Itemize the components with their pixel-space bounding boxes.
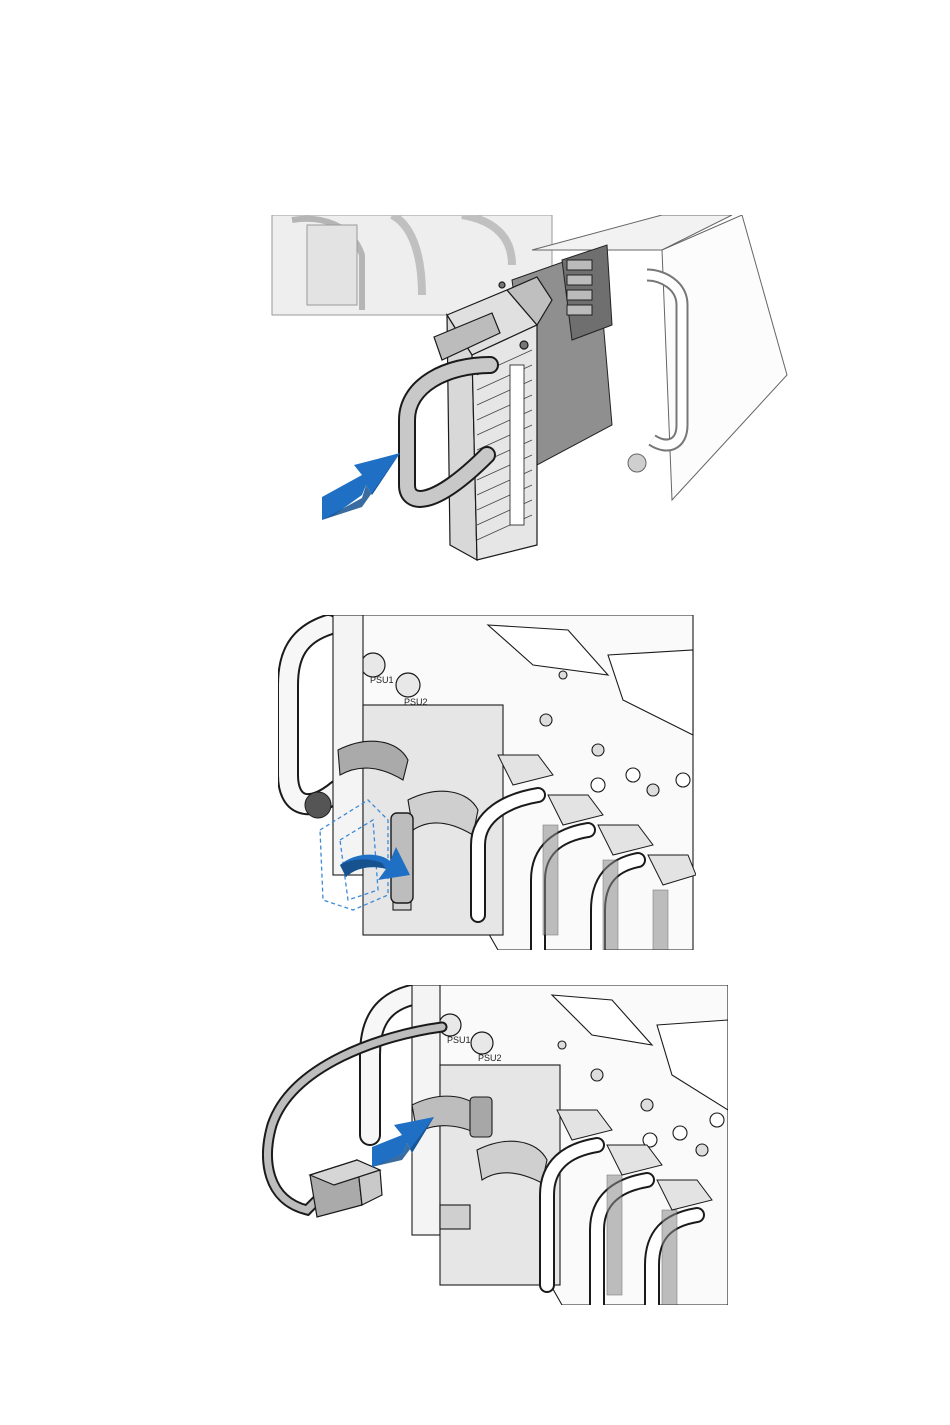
psu-module: [407, 277, 552, 560]
panel-step-3-connect-cable: PSU1 PSU2: [262, 985, 728, 1305]
psu2-label: PSU2: [478, 1053, 502, 1063]
psu1-label: PSU1: [447, 1035, 471, 1045]
psu2-indicator-icon: [396, 673, 420, 697]
thumbscrew-icon: [305, 792, 331, 818]
psu-insert-diagram: [262, 215, 792, 565]
psu1-indicator-icon: [361, 653, 385, 677]
panel-step-2-lock-handle: PSU1 PSU2: [278, 615, 696, 950]
psu2-indicator-icon: [471, 1032, 493, 1054]
push-arrow-icon: [322, 453, 400, 520]
power-cable-diagram: PSU1 PSU2: [262, 985, 728, 1305]
panel-step-1-insert-psu: [262, 215, 792, 565]
psu-lock-diagram: PSU1 PSU2: [278, 615, 696, 950]
thumbscrew-icon: [628, 454, 646, 472]
power-connector-icon: [310, 1160, 382, 1217]
psu1-label: PSU1: [370, 675, 394, 685]
